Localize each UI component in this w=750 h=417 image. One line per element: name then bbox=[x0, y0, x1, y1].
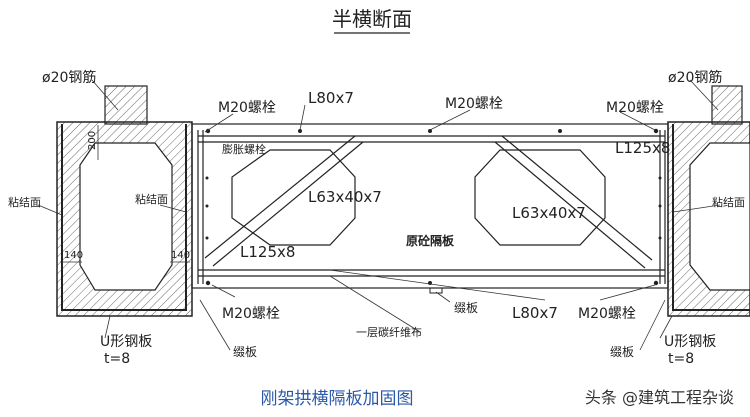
bond-face-left-inner-label: 粘结面 bbox=[135, 192, 168, 206]
m20-top-left-label: M20螺栓 bbox=[218, 100, 276, 116]
diaphragm bbox=[191, 123, 669, 294]
annotations: ø20钢筋 ø20钢筋 L80x7 M20螺栓 M20螺栓 M20螺栓 膨胀螺栓… bbox=[8, 69, 745, 367]
plate-left-label: 缀板 bbox=[233, 345, 257, 359]
plate-mid-label: 缀板 bbox=[454, 301, 478, 315]
l125-right-label: L125x8 bbox=[615, 139, 670, 157]
original-diaphragm-label: 原砼隔板 bbox=[406, 233, 455, 248]
bond-face-right-label: 粘结面 bbox=[712, 195, 745, 209]
expansion-bolt-label: 膨胀螺栓 bbox=[222, 142, 266, 156]
l80-top-label: L80x7 bbox=[308, 89, 354, 107]
bolt-marks bbox=[205, 128, 662, 286]
l125-left-label: L125x8 bbox=[240, 243, 295, 261]
l63-left-label: L63x40x7 bbox=[308, 188, 382, 206]
left-box-rib bbox=[56, 85, 193, 317]
fiber-cloth-label: 一层碳纤维布 bbox=[356, 325, 422, 339]
right-box-rib bbox=[667, 85, 750, 317]
m20-bottom-right-label: M20螺栓 bbox=[578, 306, 636, 322]
dim-200-label: 200 bbox=[87, 131, 98, 150]
u-plate-left-thickness: t=8 bbox=[104, 351, 130, 367]
dim-140-a-label: 140 bbox=[64, 250, 83, 261]
section-title: 半横断面 bbox=[332, 7, 412, 31]
leader-lines bbox=[37, 79, 721, 351]
l63-right-label: L63x40x7 bbox=[512, 204, 586, 222]
bond-face-left-outer-label: 粘结面 bbox=[8, 195, 41, 209]
u-plate-left-label: U形钢板 bbox=[100, 334, 152, 350]
u-plate-right-label: U形钢板 bbox=[664, 334, 716, 350]
figure-caption: 刚架拱横隔板加固图 bbox=[260, 389, 414, 409]
opening-right bbox=[474, 149, 606, 246]
rebar-right-label: ø20钢筋 bbox=[668, 69, 722, 86]
u-plate-right-thickness: t=8 bbox=[668, 351, 694, 367]
plate-right-label: 缀板 bbox=[610, 345, 634, 359]
watermark: 头条 @建筑工程杂谈 bbox=[584, 388, 734, 407]
rebar-left-label: ø20钢筋 bbox=[42, 69, 96, 86]
dimension-marks bbox=[60, 125, 190, 263]
opening-left bbox=[231, 149, 356, 246]
m20-top-right-label: M20螺栓 bbox=[606, 100, 664, 116]
m20-top-mid-label: M20螺栓 bbox=[445, 96, 503, 112]
m20-bottom-left-label: M20螺栓 bbox=[222, 306, 280, 322]
dim-140-b-label: 140 bbox=[171, 250, 190, 261]
l80-bottom-label: L80x7 bbox=[512, 304, 558, 322]
